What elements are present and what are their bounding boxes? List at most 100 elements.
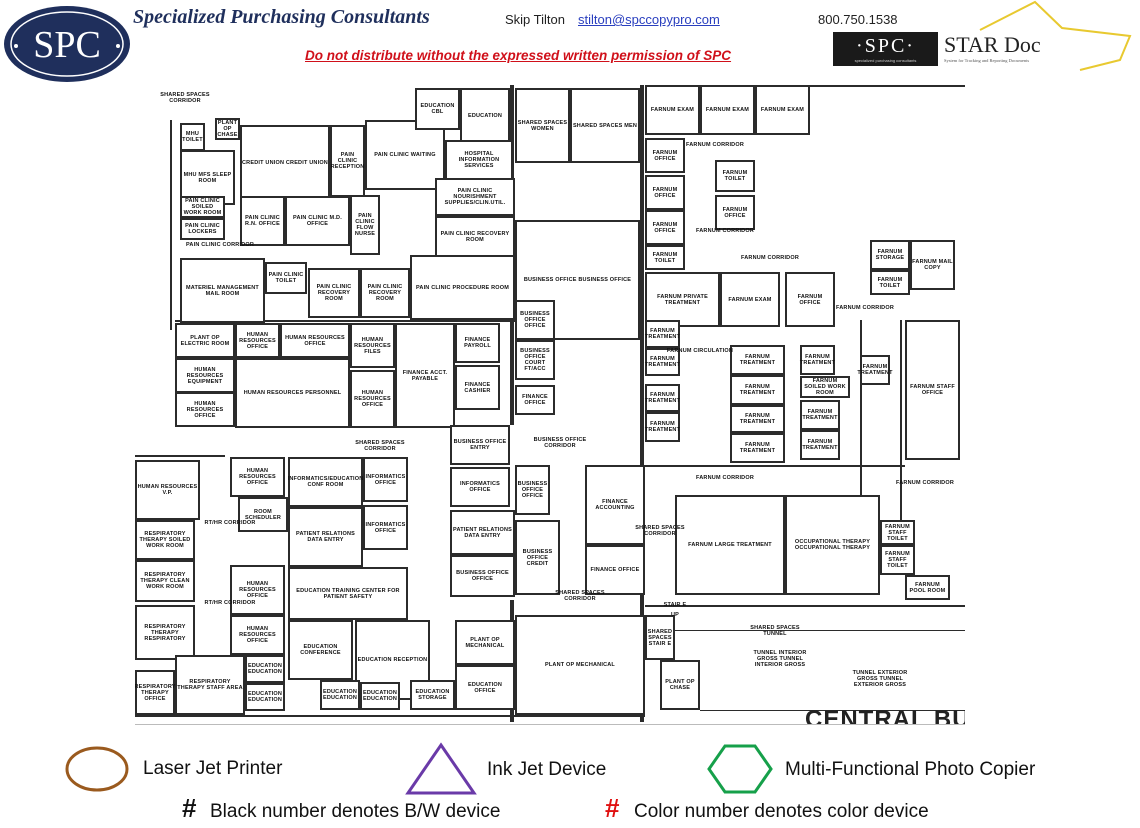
room-label: FARNUM TREATMENT (739, 354, 776, 366)
room-label: PAIN CLINIC NOURISHMENT SUPPLIES/CLIN.UT… (444, 188, 506, 206)
room-label: EDUCATION (467, 112, 503, 119)
room-label: ROOM SCHEDULER (244, 508, 282, 521)
area-label: SHARED SPACES CORRIDOR (555, 590, 605, 602)
room-label: FINANCE OFFICE (522, 394, 548, 406)
room: HUMAN RESOURCES OFFICE (175, 392, 235, 427)
room: PAIN CLINIC RECOVERY ROOM (360, 268, 410, 318)
room: EDUCATION (460, 88, 510, 143)
room-label: BUSINESS OFFICE COURT FT/ACC (520, 348, 550, 372)
room-label: PLANT OP ELECTRIC ROOM (180, 334, 230, 347)
room-label: HUMAN RESOURCES OFFICE (239, 331, 276, 350)
laser-printer-circle-icon (65, 746, 129, 792)
room: PATIENT RELATIONS DATA ENTRY (288, 507, 363, 567)
wall (700, 710, 965, 711)
room-label: MATERIEL MANAGEMENT MAIL ROOM (186, 284, 259, 297)
room: FARNUM STORAGE (870, 240, 910, 270)
room: PAIN CLINIC SOILED WORK ROOM (180, 196, 225, 218)
room-label: FARNUM TREATMENT (802, 409, 838, 421)
room-label: PAIN CLINIC WAITING (374, 152, 436, 158)
room-label: HOSPITAL INFORMATION SERVICES (458, 151, 500, 169)
room: FARNUM OFFICE (645, 175, 685, 210)
area-label: FARNUM CORRIDOR (741, 255, 799, 261)
room: FARNUM OFFICE (785, 272, 835, 327)
room-label: EDUCATION OFFICE (467, 681, 503, 694)
room: BUSINESS OFFICE BUSINESS OFFICE (515, 220, 640, 340)
room: PAIN CLINIC WAITING (365, 120, 445, 190)
room-label: FARNUM TREATMENT (644, 421, 681, 433)
room: FARNUM LARGE TREATMENT (675, 495, 785, 595)
room-label: SHARED SPACES STAIR E (647, 628, 673, 647)
room-label: RESPIRATORY THERAPY SOILED WORK ROOM (139, 531, 191, 549)
room-label: MHU MFS SLEEP ROOM (183, 171, 232, 184)
room: FARNUM TREATMENT (800, 400, 840, 430)
room: HUMAN RESOURCES OFFICE (230, 615, 285, 655)
room-label: FARNUM STAFF TOILET (885, 551, 910, 569)
room-label: PAIN CLINIC RECOVERY ROOM (316, 284, 352, 302)
room: HUMAN RESOURCES OFFICE (230, 565, 285, 615)
room: FARNUM EXAM (700, 85, 755, 135)
room-label: BUSINESS OFFICE OFFICE (520, 311, 550, 329)
room-label: INFORMATICS OFFICE (365, 473, 406, 486)
room-label: FARNUM POOL ROOM (909, 581, 946, 594)
area-label: SHARED SPACES CORRIDOR (160, 92, 210, 104)
room: ROOM SCHEDULER (238, 497, 288, 532)
distribution-warning: Do not distribute without the expressed … (305, 48, 732, 63)
wall (640, 85, 644, 722)
room: FARNUM STAFF TOILET (880, 520, 915, 545)
contact-email-link[interactable]: stilton@spccopypro.com (578, 12, 720, 27)
room-label: FARNUM SOILED WORK ROOM (804, 378, 846, 396)
room-label: HUMAN RESOURCES OFFICE (354, 390, 391, 408)
room-label: PATIENT RELATIONS DATA ENTRY (452, 526, 512, 539)
area-label: TUNNEL EXTERIOR GROSS TUNNEL EXTERIOR GR… (852, 670, 908, 688)
room-label: EDUCATION RECEPTION (357, 657, 428, 663)
wall (170, 120, 172, 330)
room-label: PATIENT RELATIONS DATA ENTRY (295, 531, 355, 543)
room: EDUCATION CBL (415, 88, 460, 130)
room-label: FARNUM STAFF TOILET (885, 523, 910, 542)
area-label: SHARED SPACES CORRIDOR (355, 440, 405, 452)
legend-bw-note: Black number denotes B/W device (210, 801, 501, 822)
room-label: HUMAN RESOURCES OFFICE (239, 581, 276, 599)
room: MATERIEL MANAGEMENT MAIL ROOM (180, 258, 265, 323)
wall (660, 630, 965, 631)
room-label: PLANT OP CHASE (217, 120, 238, 138)
red-hash-symbol: # (605, 793, 620, 823)
room-label: HUMAN RESOURCES OFFICE (285, 334, 345, 347)
room-label: INFORMATICS OFFICE (460, 481, 500, 493)
room: PLANT OP MECHANICAL (515, 615, 645, 715)
room-label: PAIN CLINIC PROCEDURE ROOM (415, 284, 510, 291)
room: BUSINESS OFFICE ENTRY (450, 425, 510, 465)
room: FARNUM PRIVATE TREATMENT (645, 272, 720, 327)
room: BUSINESS OFFICE OFFICE (450, 555, 515, 597)
star-doc-subtitle: System for Tracking and Reporting Docume… (944, 58, 1030, 63)
room: FARNUM EXAM (720, 272, 780, 327)
room: EDUCATION OFFICE (455, 665, 515, 710)
room-label: FARNUM STAFF OFFICE (910, 384, 955, 396)
room-label: PAIN CLINIC RECOVERY ROOM (367, 284, 403, 302)
room-label: RESPIRATORY THERAPY RESPIRATORY (144, 623, 186, 642)
wall (860, 320, 862, 520)
room: HUMAN RESOURCES OFFICE (350, 370, 395, 428)
area-label: FARNUM CIRCULATION (666, 348, 734, 354)
room-label: PAIN CLINIC RECOVERY ROOM (440, 231, 510, 243)
room-label: CREDIT UNION CREDIT UNION (242, 159, 328, 166)
room-label: BUSINESS OFFICE BUSINESS OFFICE (523, 277, 632, 283)
room-label: BUSINESS OFFICE OFFICE (517, 481, 548, 499)
room: HUMAN RESOURCES OFFICE (230, 457, 285, 497)
area-label: PAIN CLINIC CORRIDOR (185, 242, 255, 248)
wall (645, 465, 905, 467)
room: HUMAN RESOURCES EQUIPMENT (175, 358, 235, 393)
room-label: EDUCATION EDUCATION (247, 691, 283, 703)
room-label: FARNUM MAIL COPY (912, 259, 953, 271)
wall (175, 320, 515, 322)
area-label: FARNUM CORRIDOR (836, 305, 894, 311)
area-label: RT/HR CORRIDOR (204, 520, 256, 526)
room: BUSINESS OFFICE COURT FT/ACC (515, 340, 555, 380)
room-label: PAIN CLINIC SOILED WORK ROOM (183, 198, 222, 216)
mfp-hexagon-icon (707, 744, 773, 794)
room: BUSINESS OFFICE CREDIT (515, 520, 560, 595)
legend-mfp-label: Multi-Functional Photo Copier (785, 759, 1036, 780)
room: PAIN CLINIC M.D. OFFICE (285, 196, 350, 246)
room-label: FARNUM EXAM (650, 107, 695, 113)
room-label: EDUCATION TRAINING CENTER FOR PATIENT SA… (296, 587, 400, 600)
